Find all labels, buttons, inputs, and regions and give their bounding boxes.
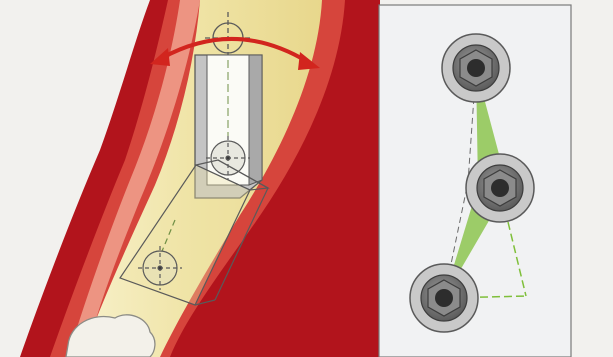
- hex-screw-icon: [466, 154, 534, 222]
- hex-screw-icon: [442, 34, 510, 102]
- hex-screw-icon: [410, 264, 478, 332]
